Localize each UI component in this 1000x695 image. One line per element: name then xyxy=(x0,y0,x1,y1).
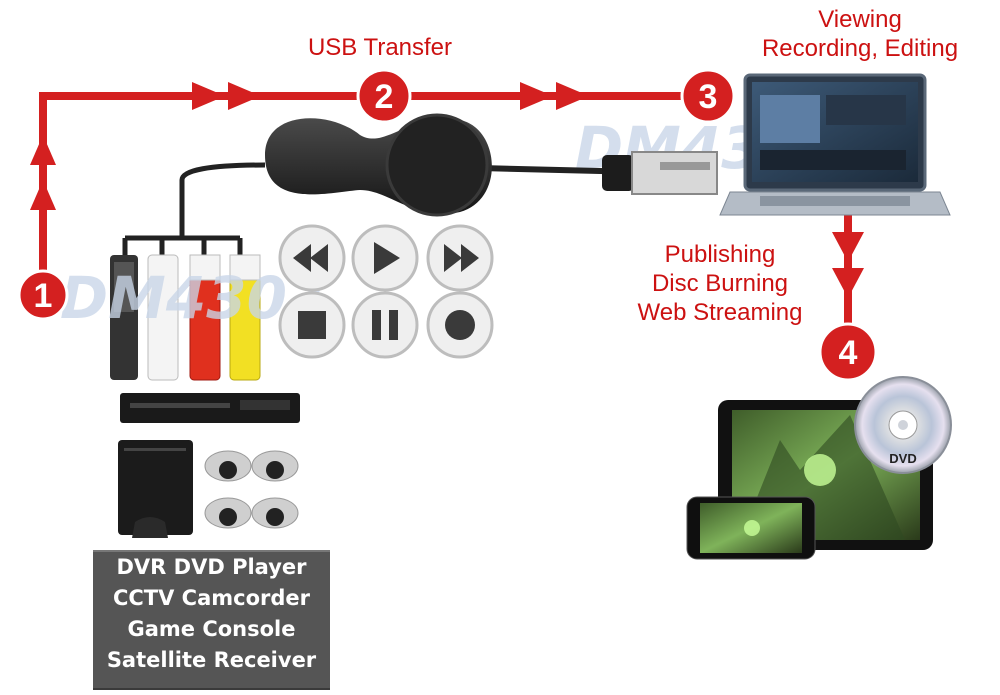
source-line-4: Satellite Receiver xyxy=(106,648,317,672)
publishing-line-1: Publishing xyxy=(664,241,776,268)
play-icon xyxy=(351,224,419,292)
source-line-1: DVR DVD Player xyxy=(116,555,307,579)
step-3-marker: 3 xyxy=(680,68,736,124)
rca-cables xyxy=(110,180,261,381)
source-line-3: Game Console xyxy=(127,617,296,641)
viewing-label: Viewing Recording, Editing xyxy=(720,5,1000,63)
dvd-player-device xyxy=(120,393,300,423)
arrow-right-3 xyxy=(520,82,553,110)
publishing-label: Publishing Disc Burning Web Streaming xyxy=(600,240,840,327)
dvd-disc-icon: DVD xyxy=(854,376,952,474)
cctv-cameras xyxy=(204,450,299,529)
media-controls xyxy=(278,224,494,359)
rewind-icon xyxy=(278,224,346,292)
arrow-up-1 xyxy=(30,135,56,165)
arrow-right-1 xyxy=(192,82,225,110)
usb-capture-dongle xyxy=(179,113,718,217)
arrow-right-2 xyxy=(228,82,261,110)
publishing-line-2: Disc Burning xyxy=(651,270,789,297)
laptop-device xyxy=(719,73,951,216)
viewing-line-2: Recording, Editing xyxy=(761,35,959,62)
step-2-number: 2 xyxy=(375,78,394,116)
step-1-number: 1 xyxy=(34,277,53,315)
arrow-right-4 xyxy=(556,82,589,110)
publishing-line-3: Web Streaming xyxy=(637,299,803,326)
arrow-up-2 xyxy=(30,180,56,210)
source-devices-box: DVR DVD Player CCTV Camcorder Game Conso… xyxy=(93,550,330,690)
stop-icon xyxy=(278,291,346,359)
arrow-down-2 xyxy=(832,268,864,298)
step-1-marker: 1 xyxy=(17,269,69,321)
step-3-number: 3 xyxy=(699,78,718,116)
dvd-disc-label: DVD xyxy=(889,451,916,466)
usb-transfer-label: USB Transfer xyxy=(307,34,453,61)
viewing-line-1: Viewing xyxy=(818,6,902,33)
step-4-marker: 4 xyxy=(818,322,878,382)
game-console-device xyxy=(118,440,193,538)
step-4-number: 4 xyxy=(839,334,858,372)
source-line-2: CCTV Camcorder xyxy=(112,586,311,610)
fast-forward-icon xyxy=(426,224,494,292)
record-icon xyxy=(426,291,494,359)
step-2-marker: 2 xyxy=(356,68,412,124)
pause-icon xyxy=(351,291,419,359)
arrow-down-1 xyxy=(832,232,864,262)
smartphone-device xyxy=(686,496,816,560)
